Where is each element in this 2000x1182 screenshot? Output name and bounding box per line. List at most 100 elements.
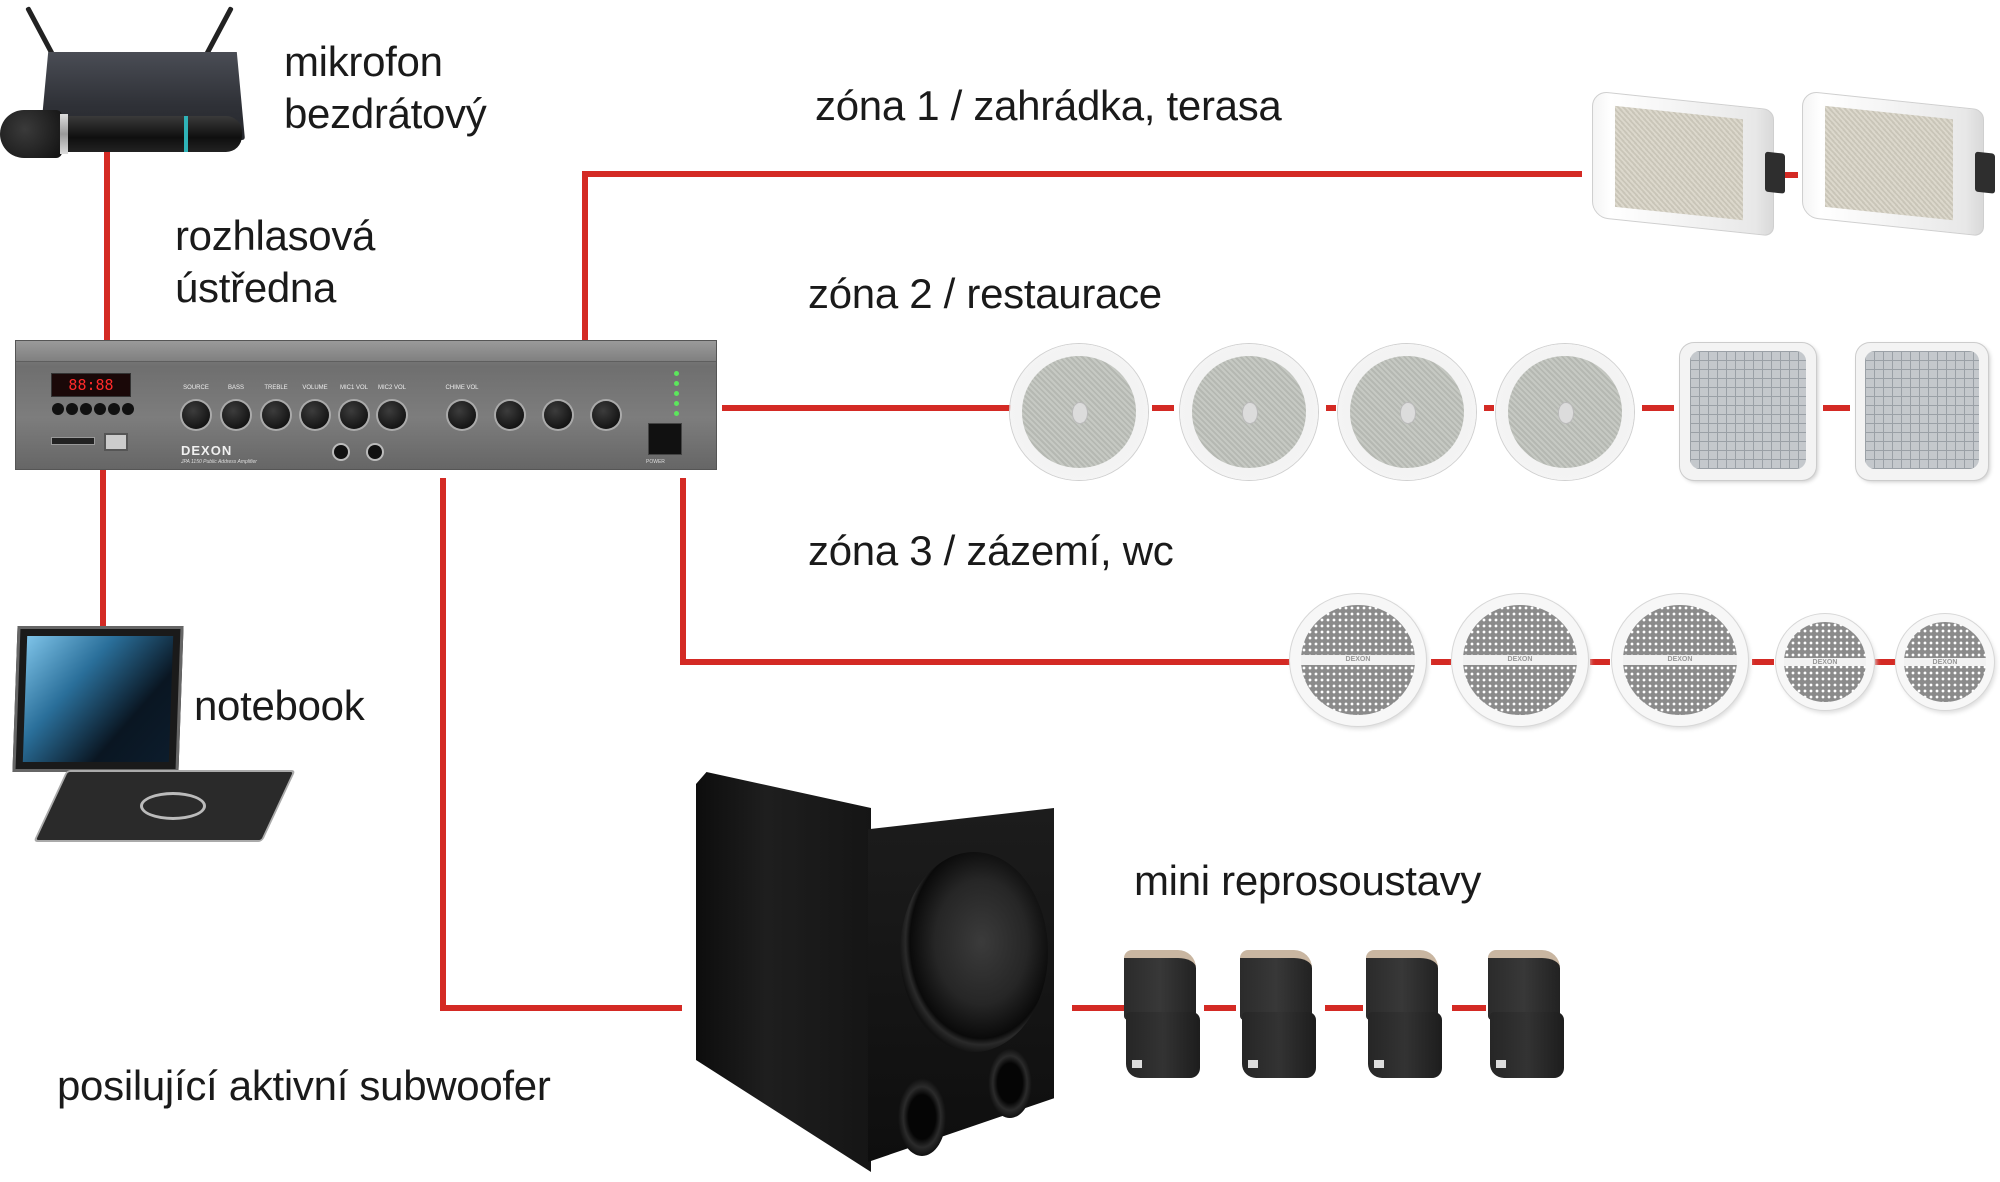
mini-speaker-badge bbox=[1248, 1060, 1258, 1068]
knob-label-mic2: MIC2 VOL bbox=[377, 385, 406, 391]
level-led bbox=[674, 371, 679, 376]
wireless-microphone-set bbox=[0, 0, 260, 160]
zone2-ceiling-speaker bbox=[1496, 344, 1634, 480]
knob-chime-volume bbox=[448, 401, 476, 429]
label-amplifier: rozhlasová ústředna bbox=[175, 210, 375, 314]
amp-top-edge bbox=[16, 341, 716, 362]
level-led bbox=[674, 401, 679, 406]
wire-notebook-to-amp bbox=[100, 468, 106, 630]
zone3-speaker-large: DEXON bbox=[1612, 594, 1748, 726]
mini-speaker-lower bbox=[1242, 1012, 1316, 1078]
wire-zone1-link bbox=[1782, 172, 1798, 178]
label-amplifier-line1: rozhlasová bbox=[175, 212, 376, 259]
notebook-touchpad bbox=[140, 792, 206, 820]
knob-label-mic1: MIC1 VOL bbox=[339, 385, 368, 391]
mic-handle bbox=[68, 116, 242, 152]
wire-sub-horizontal bbox=[440, 1005, 682, 1011]
wire-zone3-link-3 bbox=[1752, 659, 1774, 665]
tweeter bbox=[1072, 402, 1088, 424]
mini-speaker bbox=[1488, 950, 1564, 1078]
label-microphone-line1: mikrofon bbox=[284, 38, 443, 85]
power-label: POWER bbox=[646, 459, 665, 465]
mic-ring bbox=[60, 114, 68, 154]
tweeter bbox=[1242, 402, 1258, 424]
level-led bbox=[674, 391, 679, 396]
knob-zone3 bbox=[592, 401, 620, 429]
handheld-microphone bbox=[0, 110, 242, 158]
notebook-display bbox=[22, 636, 174, 762]
knob-label-source: SOURCE bbox=[183, 385, 209, 391]
wire-mini-link-3 bbox=[1325, 1005, 1363, 1011]
mini-speaker-lower bbox=[1490, 1012, 1564, 1078]
usb-port bbox=[104, 433, 128, 451]
wire-zone2-link-3 bbox=[1484, 405, 1494, 411]
zone2-ceiling-speaker bbox=[1010, 344, 1148, 480]
knob-source bbox=[182, 401, 210, 429]
mic-input-jack bbox=[334, 445, 348, 459]
subwoofer-side bbox=[696, 772, 871, 1172]
pa-amplifier: 88:88 SOURCE BASS TREBLE VOLUME MIC1 VOL… bbox=[15, 340, 717, 470]
amp-player-button bbox=[52, 403, 64, 415]
speaker-grille bbox=[1689, 351, 1807, 470]
subwoofer-bass-port bbox=[988, 1048, 1032, 1118]
wire-mini-link-2 bbox=[1204, 1005, 1236, 1011]
zone2-ceiling-speaker bbox=[1180, 344, 1318, 480]
knob-zone1 bbox=[496, 401, 524, 429]
wire-zone1-vertical bbox=[582, 171, 588, 340]
zone1-speaker bbox=[1592, 90, 1785, 237]
label-notebook: notebook bbox=[194, 682, 365, 729]
wire-mini-link-1 bbox=[1072, 1005, 1124, 1011]
mini-speaker bbox=[1240, 950, 1316, 1078]
knob-bass bbox=[222, 401, 250, 429]
mini-speaker-upper bbox=[1488, 950, 1560, 1020]
mic-input-jack bbox=[368, 445, 382, 459]
zone3-speaker-small: DEXON bbox=[1776, 614, 1874, 710]
grille-brand: DEXON bbox=[1300, 654, 1416, 666]
grille-brand: DEXON bbox=[1622, 654, 1738, 666]
wire-mini-link-4 bbox=[1452, 1005, 1486, 1011]
wire-zone2-link-1 bbox=[1152, 405, 1174, 411]
level-led bbox=[674, 381, 679, 386]
label-zone2: zóna 2 / restaurace bbox=[808, 270, 1162, 317]
tweeter bbox=[1558, 402, 1574, 424]
amp-player-button bbox=[66, 403, 78, 415]
mini-speaker-upper bbox=[1240, 950, 1312, 1020]
wire-zone1-horizontal bbox=[582, 171, 1582, 177]
mini-speaker-lower bbox=[1126, 1012, 1200, 1078]
subwoofer-bass-port bbox=[898, 1078, 946, 1156]
amp-model: JPA 1150 Public Address Amplifier bbox=[181, 459, 257, 465]
tweeter bbox=[1400, 402, 1416, 424]
wall-bracket bbox=[1975, 151, 1995, 194]
wire-zone3-link-4 bbox=[1875, 659, 1895, 665]
mini-speaker-badge bbox=[1496, 1060, 1506, 1068]
wire-zone2 bbox=[722, 405, 1012, 411]
amp-display: 88:88 bbox=[51, 373, 131, 397]
speaker-grille bbox=[1615, 105, 1743, 221]
level-led bbox=[674, 411, 679, 416]
mini-speaker bbox=[1366, 950, 1442, 1078]
amp-player-button bbox=[80, 403, 92, 415]
mini-speaker-upper bbox=[1366, 950, 1438, 1020]
wire-zone2-link-4 bbox=[1642, 405, 1674, 411]
amp-player-button bbox=[94, 403, 106, 415]
zone2-ceiling-speaker bbox=[1338, 344, 1476, 480]
zone3-speaker-large: DEXON bbox=[1290, 594, 1426, 726]
wall-bracket bbox=[1765, 151, 1785, 194]
zone1-speaker bbox=[1802, 90, 1995, 237]
label-mini-speakers: mini reprosoustavy bbox=[1134, 857, 1482, 904]
mini-speaker-badge bbox=[1132, 1060, 1142, 1068]
grille-brand: DEXON bbox=[1783, 658, 1867, 666]
speaker-grille bbox=[1865, 351, 1979, 470]
label-zone3: zóna 3 / zázemí, wc bbox=[808, 527, 1174, 574]
zone2-square-speaker bbox=[1680, 343, 1816, 480]
amp-brand: DEXON bbox=[181, 443, 233, 458]
knob-label-volume: VOLUME bbox=[302, 385, 328, 391]
zone2-square-speaker bbox=[1856, 343, 1988, 480]
zone3-speaker-large: DEXON bbox=[1452, 594, 1588, 726]
knob-volume bbox=[301, 401, 329, 429]
subwoofer-driver bbox=[900, 852, 1048, 1052]
wire-zone3-vertical bbox=[680, 478, 686, 665]
label-microphone-line2: bezdrátový bbox=[284, 90, 487, 137]
wire-zone3-horizontal bbox=[680, 659, 1290, 665]
knob-mic1-volume bbox=[340, 401, 368, 429]
